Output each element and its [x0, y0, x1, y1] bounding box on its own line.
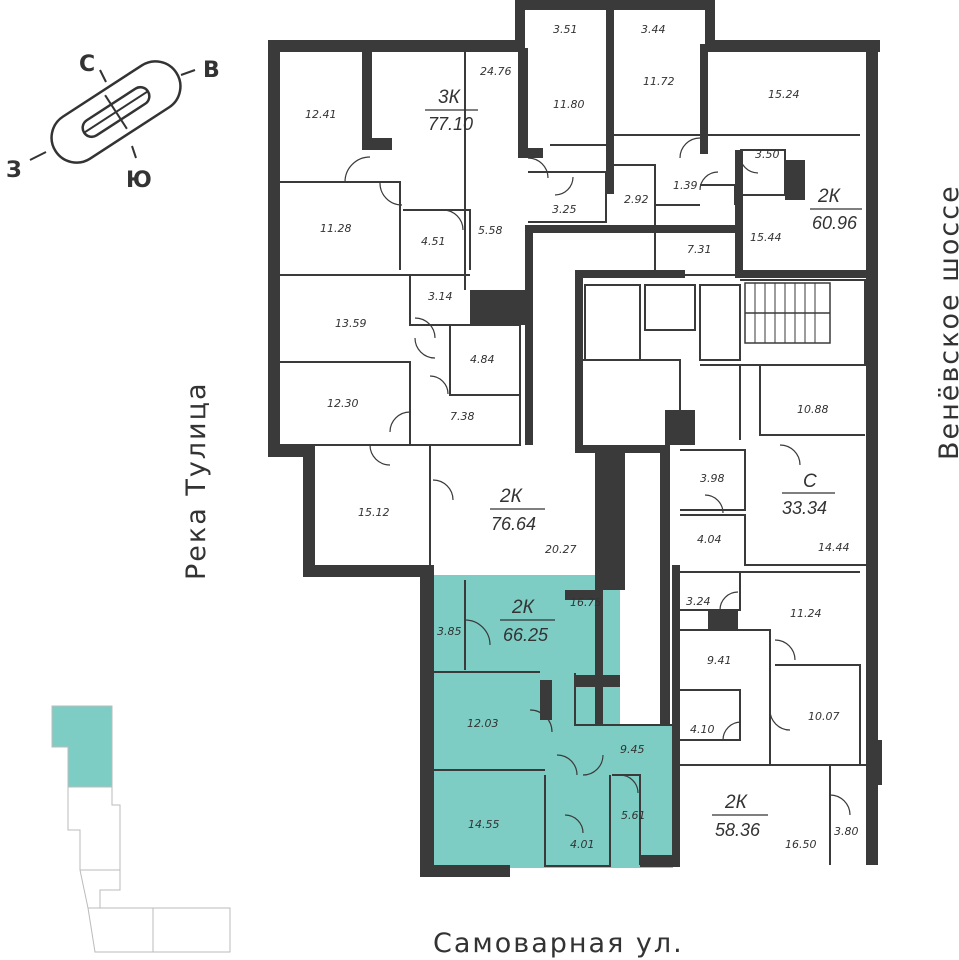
room-area: 3.85 — [437, 625, 462, 638]
apartment-label-3k[interactable]: 3К 77.10 — [425, 87, 478, 134]
apartment-label-studio[interactable]: С 33.34 — [782, 471, 835, 518]
room-area: 3.50 — [755, 148, 780, 161]
room-area: 14.44 — [818, 541, 850, 554]
room-area: 12.30 — [327, 397, 359, 410]
room-labels: 24.76 12.41 11.28 4.51 5.58 3.51 3.44 11… — [305, 23, 859, 851]
room-area: 5.58 — [478, 224, 503, 237]
staircase — [744, 282, 831, 344]
room-area: 7.38 — [450, 410, 475, 423]
apartment-type: 2К — [724, 792, 749, 813]
room-area: 9.45 — [620, 743, 645, 756]
room-area: 7.31 — [687, 243, 712, 256]
room-area: 3.44 — [641, 23, 666, 36]
room-area: 3.51 — [553, 23, 578, 36]
selected-apartment-highlight[interactable] — [433, 575, 673, 868]
room-area: 13.59 — [335, 317, 367, 330]
room-area: 4.84 — [470, 353, 495, 366]
room-area: 11.24 — [790, 607, 822, 620]
outer-walls — [268, 0, 882, 877]
apartment-area: 76.64 — [491, 514, 536, 534]
room-area: 3.98 — [700, 472, 725, 485]
partition-lines — [280, 52, 866, 867]
door-swings — [344, 137, 851, 834]
apartment-area: 77.10 — [428, 114, 473, 134]
compass-north-label: С — [79, 52, 95, 77]
room-area: 5.61 — [621, 809, 646, 822]
compass-east-label: В — [203, 58, 220, 83]
mini-map — [51, 705, 231, 953]
apartment-area: 66.25 — [503, 625, 549, 645]
interior-walls — [362, 44, 870, 865]
room-area: 4.04 — [697, 533, 722, 546]
room-area: 15.44 — [750, 231, 782, 244]
room-area: 12.41 — [305, 108, 337, 121]
apartment-label-2k-58[interactable]: 2К 58.36 — [712, 792, 768, 840]
apartment-type: 3К — [438, 87, 462, 108]
apartment-type: 2К — [499, 486, 524, 507]
room-area: 20.27 — [545, 543, 577, 556]
room-area: 4.10 — [690, 723, 715, 736]
compass-icon — [29, 60, 196, 164]
apartment-area: 58.36 — [715, 820, 761, 840]
room-area: 9.41 — [707, 654, 732, 667]
room-area: 3.14 — [428, 290, 453, 303]
compass-south-label: Ю — [126, 168, 152, 193]
compass-west-label: З — [6, 158, 22, 183]
room-area: 3.80 — [834, 825, 859, 838]
room-area: 11.28 — [320, 222, 352, 235]
room-area: 11.72 — [643, 75, 675, 88]
room-area: 10.07 — [808, 710, 840, 723]
street-label-left: Река Тулица — [181, 381, 212, 580]
apartment-label-2k-60[interactable]: 2К 60.96 — [810, 186, 862, 233]
room-area: 16.50 — [785, 838, 817, 851]
apartment-area: 33.34 — [782, 498, 827, 518]
apartment-label-2k-76[interactable]: 2К 76.64 — [490, 486, 545, 534]
room-area: 16.75 — [570, 596, 602, 609]
room-area: 1.39 — [673, 179, 698, 192]
room-area: 15.24 — [768, 88, 800, 101]
room-area: 24.76 — [480, 65, 512, 78]
apartment-type: С — [803, 471, 817, 492]
apartment-label-2k-66[interactable]: 2К 66.25 — [500, 597, 555, 645]
apartment-type: 2К — [511, 597, 536, 618]
apartment-area: 60.96 — [812, 213, 858, 233]
room-area: 4.01 — [570, 838, 595, 851]
street-label-bottom: Самоварная ул. — [433, 928, 684, 959]
room-area: 11.80 — [553, 98, 585, 111]
room-area: 3.24 — [686, 595, 711, 608]
room-area: 15.12 — [358, 506, 390, 519]
room-area: 14.55 — [468, 818, 500, 831]
street-label-right: Венёвское шоссе — [934, 184, 959, 460]
room-area: 4.51 — [421, 235, 446, 248]
room-area: 12.03 — [467, 717, 499, 730]
apartment-type: 2К — [817, 186, 842, 207]
room-area: 10.88 — [797, 403, 829, 416]
room-area: 2.92 — [624, 193, 649, 206]
room-area: 3.25 — [552, 203, 577, 216]
